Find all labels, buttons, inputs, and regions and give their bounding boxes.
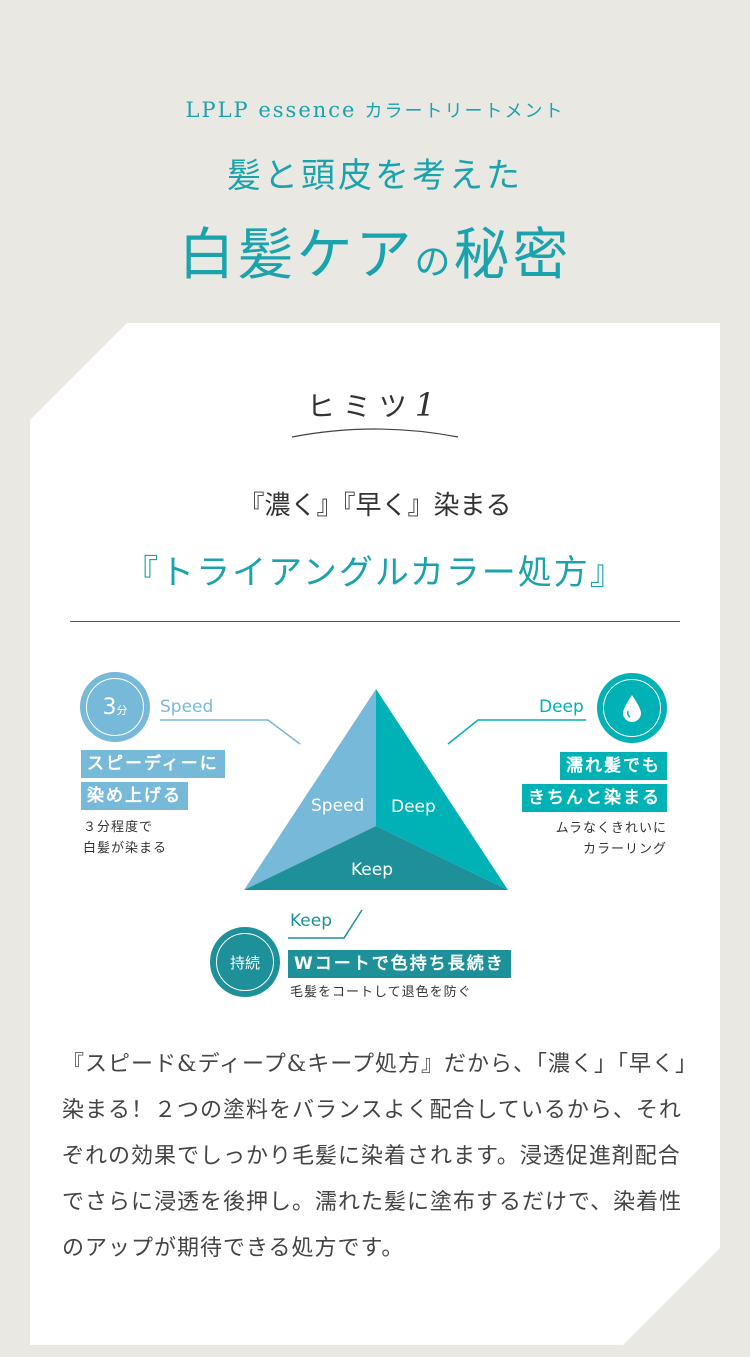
section-number: 1: [414, 386, 444, 424]
icon-text: 持続: [216, 933, 274, 991]
keep-highlight: Wコートで色持ち長続き: [288, 950, 511, 978]
triangle-speed-segment: [244, 689, 376, 890]
title-underline-arc: [291, 428, 459, 438]
product-name: カラートリートメント: [364, 101, 565, 122]
brand-name: LPLP essence: [185, 98, 357, 122]
body-paragraph: 『スピード&ディープ&キープ処方』だから、「濃く」「早く」染まる！２つの塗料をバ…: [62, 1052, 698, 1261]
divider: [70, 621, 680, 622]
deep-label: Deep: [539, 697, 584, 717]
speed-description: ３分程度で白髪が染まる: [83, 817, 167, 859]
triangle-label-keep: Keep: [351, 860, 394, 880]
desc-line: ３分程度で: [83, 820, 154, 835]
triangle-diagram: [244, 689, 508, 890]
deep-highlight-1: 濡れ髪でも: [560, 752, 667, 780]
keep-cycle-icon: 持続: [210, 927, 280, 997]
heading-line2: 白髪ケアの秘密: [0, 210, 750, 291]
icon-unit: 分: [116, 704, 128, 717]
heading-part: 白髪ケア: [178, 223, 415, 288]
heading-line1: 髪と頭皮を考えた: [227, 156, 523, 196]
speed-highlight-2: 染め上げる: [81, 782, 188, 810]
keep-label: Keep: [290, 911, 333, 931]
triangle-deep-segment: [376, 689, 508, 890]
desc-line: ムラなくきれいに: [555, 821, 667, 836]
triangle-keep-segment: [244, 826, 508, 890]
deep-description: ムラなくきれいにカラーリング: [556, 818, 667, 860]
water-drop-icon: [597, 673, 667, 743]
deep-highlight-2: きちんと染まる: [522, 784, 667, 812]
triangle-label-deep: Deep: [391, 797, 436, 817]
desc-line: 白髪が染まる: [83, 841, 168, 856]
section-title: ヒミツ1: [0, 385, 750, 425]
icon-number: 3: [102, 694, 117, 720]
connector-lines: [160, 719, 586, 939]
section-headline: 『トライアングルカラー処方』: [124, 553, 626, 593]
heading-part: 秘密: [453, 223, 572, 288]
keep-description: 毛髪をコートして退色を防ぐ: [290, 985, 472, 1000]
speed-label: Speed: [160, 697, 214, 717]
section-title-text: ヒミツ: [306, 390, 415, 423]
heading-part: の: [414, 242, 454, 283]
speed-highlight-1: スピーディーに: [81, 750, 225, 778]
section-subtitle: 『濃く』『早く』染まる: [238, 491, 512, 521]
desc-line: カラーリング: [582, 842, 667, 857]
triangle-label-speed: Speed: [311, 796, 365, 816]
brand-line: LPLP essence カラートリートメント: [0, 97, 750, 123]
